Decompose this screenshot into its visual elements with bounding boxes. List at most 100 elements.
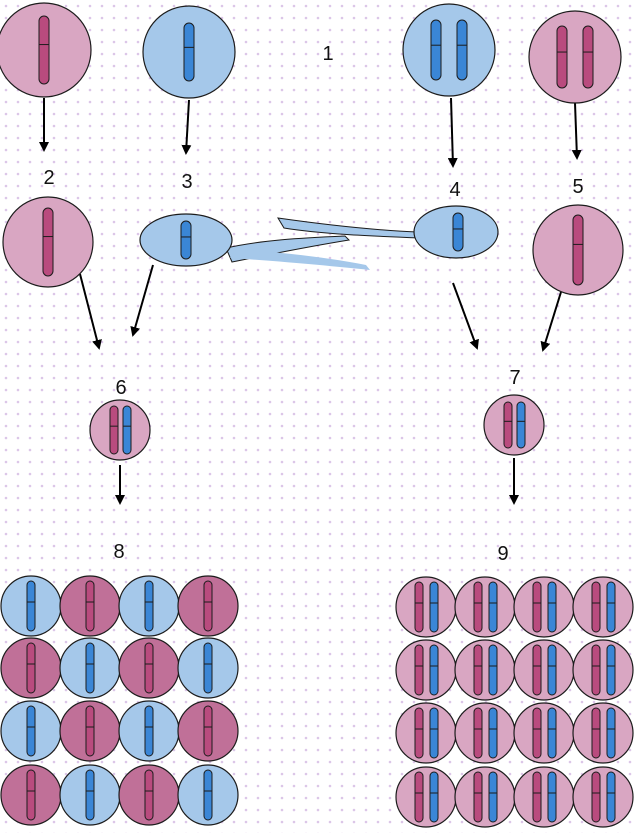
cell-grid8-r3c4-chromosome-1-body — [203, 705, 213, 757]
cell-top-pink-right — [528, 10, 622, 104]
cell-zygote-left — [89, 399, 151, 461]
cell-grid9-r2c2-membrane — [454, 639, 516, 701]
cell-grid9-r3c2-membrane — [454, 702, 516, 764]
cell-grid9-r4c2-chromosome-2-body — [488, 771, 498, 823]
cell-grid9-r4c1-chromosome-2-body — [429, 771, 439, 823]
cell-grid8-r4c1 — [0, 764, 62, 826]
arrow-2-6 — [79, 273, 102, 350]
cell-top-pink-left — [0, 2, 92, 98]
cell-grid9-r4c3-chromosome-1-body — [532, 771, 542, 823]
cell-grid9-r3c3-chromosome-1 — [532, 707, 542, 759]
cell-top-pink-right-chromosome-2 — [582, 25, 594, 89]
cell-grid9-r3c4-chromosome-1-body — [591, 707, 601, 759]
cell-zygote-left-membrane — [89, 399, 151, 461]
arrow-1-3 — [181, 99, 192, 155]
cell-grid9-r3c4-chromosome-2 — [606, 707, 616, 759]
cell-grid9-r3c3-membrane — [513, 702, 575, 764]
cell-top-blue-right-chromosome-2-body — [456, 19, 468, 81]
arrow-3-6 — [130, 264, 154, 337]
cell-grid9-r1c1-membrane — [395, 576, 457, 638]
cell-grid8-r2c1 — [0, 637, 62, 699]
cell-grid9-r2c3-membrane — [513, 639, 575, 701]
label-9: 9 — [497, 543, 508, 565]
cell-grid9-r2c4-chromosome-2 — [606, 644, 616, 696]
cell-zygote-left-chromosome-1 — [109, 405, 119, 455]
cell-grid8-r3c2-chromosome-1 — [85, 705, 95, 757]
cell-grid9-r3c4-chromosome-2-body — [606, 707, 616, 759]
cell-grid8-r3c1-chromosome-1 — [26, 705, 36, 757]
cell-grid9-r4c2-chromosome-1-body — [473, 771, 483, 823]
cell-grid9-r4c4-chromosome-1-body — [591, 771, 601, 823]
cell-grid8-r3c3-chromosome-1 — [144, 705, 154, 757]
cell-grid8-r4c2-chromosome-1 — [85, 769, 95, 821]
sperm-right-chromosome — [452, 212, 464, 252]
cell-grid9-r4c3-chromosome-2-body — [547, 771, 557, 823]
cell-grid8-r1c2-chromosome-1 — [85, 580, 95, 632]
cell-top-blue-left — [142, 5, 236, 99]
cell-grid9-r2c2-chromosome-2 — [488, 644, 498, 696]
cell-zygote-right-chromosome-1 — [503, 401, 513, 449]
cell-grid8-r4c4-chromosome-1-body — [203, 769, 213, 821]
sperm-left — [139, 213, 233, 267]
cell-top-blue-right-membrane — [402, 3, 496, 97]
cell-grid9-r3c1-membrane — [395, 702, 457, 764]
cell-top-blue-left-chromosome-1-body — [183, 22, 195, 82]
cell-grid9-r3c2 — [454, 702, 516, 764]
cell-egg-left — [2, 196, 94, 288]
cell-grid8-r2c3-chromosome-1-body — [144, 642, 154, 694]
cell-grid9-r4c1-chromosome-2 — [429, 771, 439, 823]
cell-grid9-r1c2-chromosome-1-body — [473, 581, 483, 633]
cell-grid8-r4c1-chromosome-1-body — [26, 769, 36, 821]
cell-grid9-r2c3-chromosome-2-body — [547, 644, 557, 696]
cell-grid9-r3c4 — [572, 702, 634, 764]
cell-grid9-r3c3-chromosome-2-body — [547, 707, 557, 759]
cell-grid9-r1c4-chromosome-1-body — [591, 581, 601, 633]
cell-grid8-r2c4-chromosome-1 — [203, 642, 213, 694]
sperm-right — [413, 205, 499, 259]
cell-grid8-r2c2-chromosome-1 — [85, 642, 95, 694]
cell-top-blue-right-chromosome-1 — [430, 19, 442, 81]
cell-grid9-r1c3-membrane — [513, 576, 575, 638]
arrow-5-7 — [540, 291, 562, 352]
cell-grid9-r1c3 — [513, 576, 575, 638]
label-2: 2 — [43, 167, 54, 189]
cell-grid9-r1c3-chromosome-1-body — [532, 581, 542, 633]
cell-grid9-r4c2-membrane — [454, 766, 516, 828]
cell-grid8-r1c4-chromosome-1-body — [203, 580, 213, 632]
sperm-left-chromosome — [180, 220, 192, 260]
arrow-4-7 — [452, 282, 479, 350]
cell-grid8-r2c2-chromosome-1-body — [85, 642, 95, 694]
arrows — [39, 97, 582, 505]
cell-grid9-r4c4 — [572, 766, 634, 828]
cell-grid9-r2c4-chromosome-1 — [591, 644, 601, 696]
cell-grid9-r3c1 — [395, 702, 457, 764]
cell-grid8-r4c4 — [177, 764, 239, 826]
cell-grid8-r3c2 — [59, 700, 121, 762]
cell-grid9-r3c2-chromosome-1 — [473, 707, 483, 759]
cell-egg-right-chromosome-1-body — [572, 214, 584, 286]
cell-grid8-r1c1-chromosome-1 — [26, 580, 36, 632]
cell-grid9-r1c1 — [395, 576, 457, 638]
label-8: 8 — [113, 541, 124, 563]
cell-top-pink-right-chromosome-1-body — [556, 25, 568, 89]
cell-grid8-r4c2-chromosome-1-body — [85, 769, 95, 821]
sperm-right-chromosome-body — [452, 212, 464, 252]
cell-grid8-r1c1-chromosome-1-body — [26, 580, 36, 632]
cell-zygote-right-membrane — [483, 394, 545, 456]
cell-grid9-r2c4 — [572, 639, 634, 701]
cell-grid9-r3c2-chromosome-1-body — [473, 707, 483, 759]
cell-grid9-r2c2 — [454, 639, 516, 701]
arrow-1-5 — [571, 102, 582, 160]
cell-grid9-r2c1-chromosome-1 — [414, 644, 424, 696]
cell-zygote-left-chromosome-1-body — [109, 405, 119, 455]
cell-grid8-r1c3-chromosome-1 — [144, 580, 154, 632]
cell-zygote-right — [483, 394, 545, 456]
label-4: 4 — [449, 179, 460, 201]
cell-grid9-r1c4-chromosome-1 — [591, 581, 601, 633]
cell-grid9-r2c1-chromosome-2-body — [429, 644, 439, 696]
cell-top-blue-right — [402, 3, 496, 97]
cell-grid9-r1c1-chromosome-2-body — [429, 581, 439, 633]
cell-top-pink-left-chromosome-1-body — [38, 15, 50, 85]
cell-grid9-r3c1-chromosome-2 — [429, 707, 439, 759]
cell-grid9-r2c1-chromosome-1-body — [414, 644, 424, 696]
